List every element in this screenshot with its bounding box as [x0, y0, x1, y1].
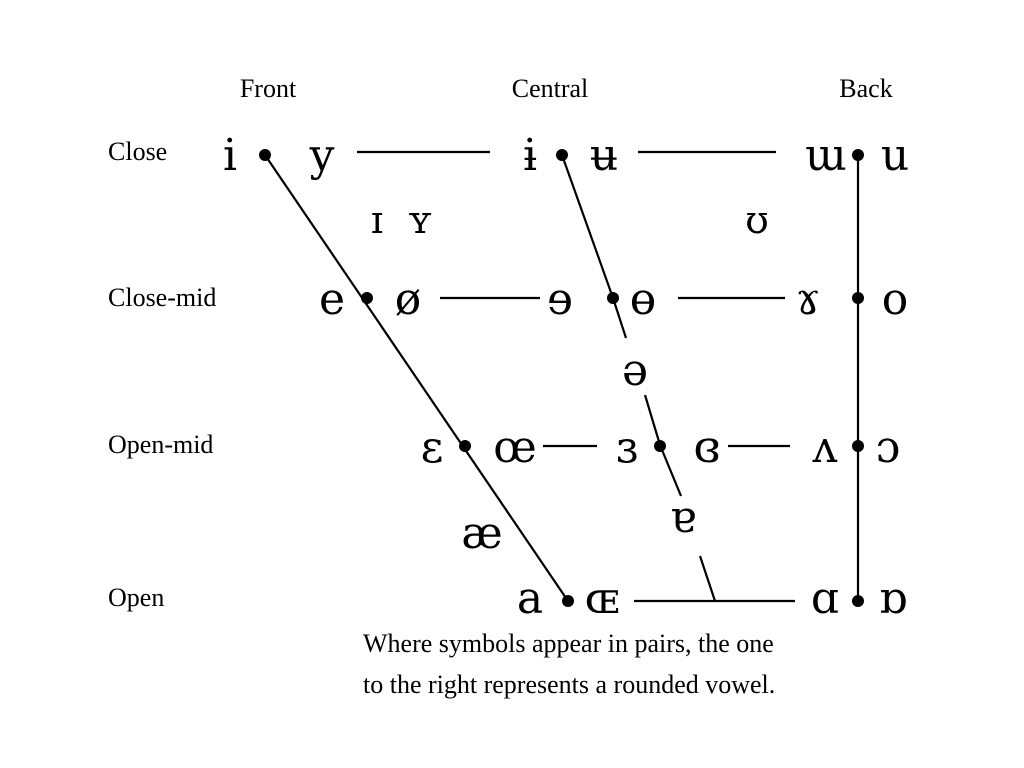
vowel-symbol: ɨ	[523, 130, 537, 181]
dot-close-mid-central	[607, 292, 619, 304]
vowel-symbol: ɪ	[371, 198, 383, 242]
chart-dots	[259, 149, 864, 607]
row-close: Close	[108, 137, 167, 166]
row-open-mid: Open-mid	[108, 430, 213, 459]
vowel-symbol: ɑ	[811, 573, 839, 624]
vowel-symbol: ʊ	[745, 198, 769, 242]
vowel-symbol: œ	[493, 422, 537, 473]
vowel-symbol: ɒ	[879, 573, 907, 624]
vowel-symbol: e	[319, 274, 345, 325]
vowel-symbol: ɔ	[876, 422, 901, 473]
vowel-symbol: u	[881, 130, 909, 181]
column-back: Back	[839, 74, 892, 103]
vowel-symbol: ɛ	[421, 422, 444, 473]
dot-open-mid-back	[852, 440, 864, 452]
row-labels: Close Close-mid Open-mid Open	[108, 137, 216, 612]
column-central: Central	[512, 74, 589, 103]
vowel-symbols: i y ɨ ʉ ɯ u ɪ ʏ ʊ e ø ɘ ɵ ɤ o ə ɛ œ ɜ ɞ …	[223, 130, 909, 624]
vowel-symbol: ɯ	[805, 130, 847, 181]
note-line-1: Where symbols appear in pairs, the one	[363, 629, 774, 658]
dot-open-mid-central	[654, 440, 666, 452]
dot-close-central	[556, 149, 568, 161]
vowel-symbol: ø	[395, 274, 422, 325]
vowel-symbol: i	[223, 130, 237, 181]
vowel-symbol: æ	[461, 508, 502, 559]
note-line-2: to the right represents a rounded vowel.	[363, 670, 775, 699]
dot-open-mid-front	[459, 440, 471, 452]
vowel-symbol: ɤ	[796, 274, 821, 325]
vowel-symbol: ɘ	[547, 274, 573, 325]
vowel-symbol: ʏ	[408, 198, 433, 242]
row-close-mid: Close-mid	[108, 283, 216, 312]
vowel-symbol: ɜ	[616, 422, 638, 473]
central-line-lower	[698, 555, 717, 602]
chart-note: Where symbols appear in pairs, the one t…	[363, 629, 775, 699]
vowel-symbol: ə	[622, 345, 648, 396]
column-front: Front	[240, 74, 297, 103]
vowel-symbol: ɵ	[630, 274, 657, 325]
dot-open-front	[562, 595, 574, 607]
column-labels: Front Central Back	[240, 74, 893, 103]
vowel-symbol: a	[517, 573, 543, 624]
vowel-symbol: ʉ	[590, 130, 618, 181]
front-edge-line	[264, 154, 569, 602]
dot-close-mid-front	[361, 292, 373, 304]
dot-close-back	[852, 149, 864, 161]
dot-open-back	[852, 595, 864, 607]
row-open: Open	[108, 583, 164, 612]
vowel-symbol: ɐ	[670, 492, 696, 543]
vowel-symbol: ɶ	[585, 573, 620, 624]
vowel-symbol: ʌ	[812, 422, 838, 473]
vowel-symbol: y	[309, 130, 335, 181]
chart-lines	[264, 150, 860, 603]
dot-close-front	[259, 149, 271, 161]
vowel-symbol: o	[882, 274, 909, 325]
dot-close-mid-back	[852, 292, 864, 304]
vowel-symbol: ɞ	[694, 422, 721, 473]
